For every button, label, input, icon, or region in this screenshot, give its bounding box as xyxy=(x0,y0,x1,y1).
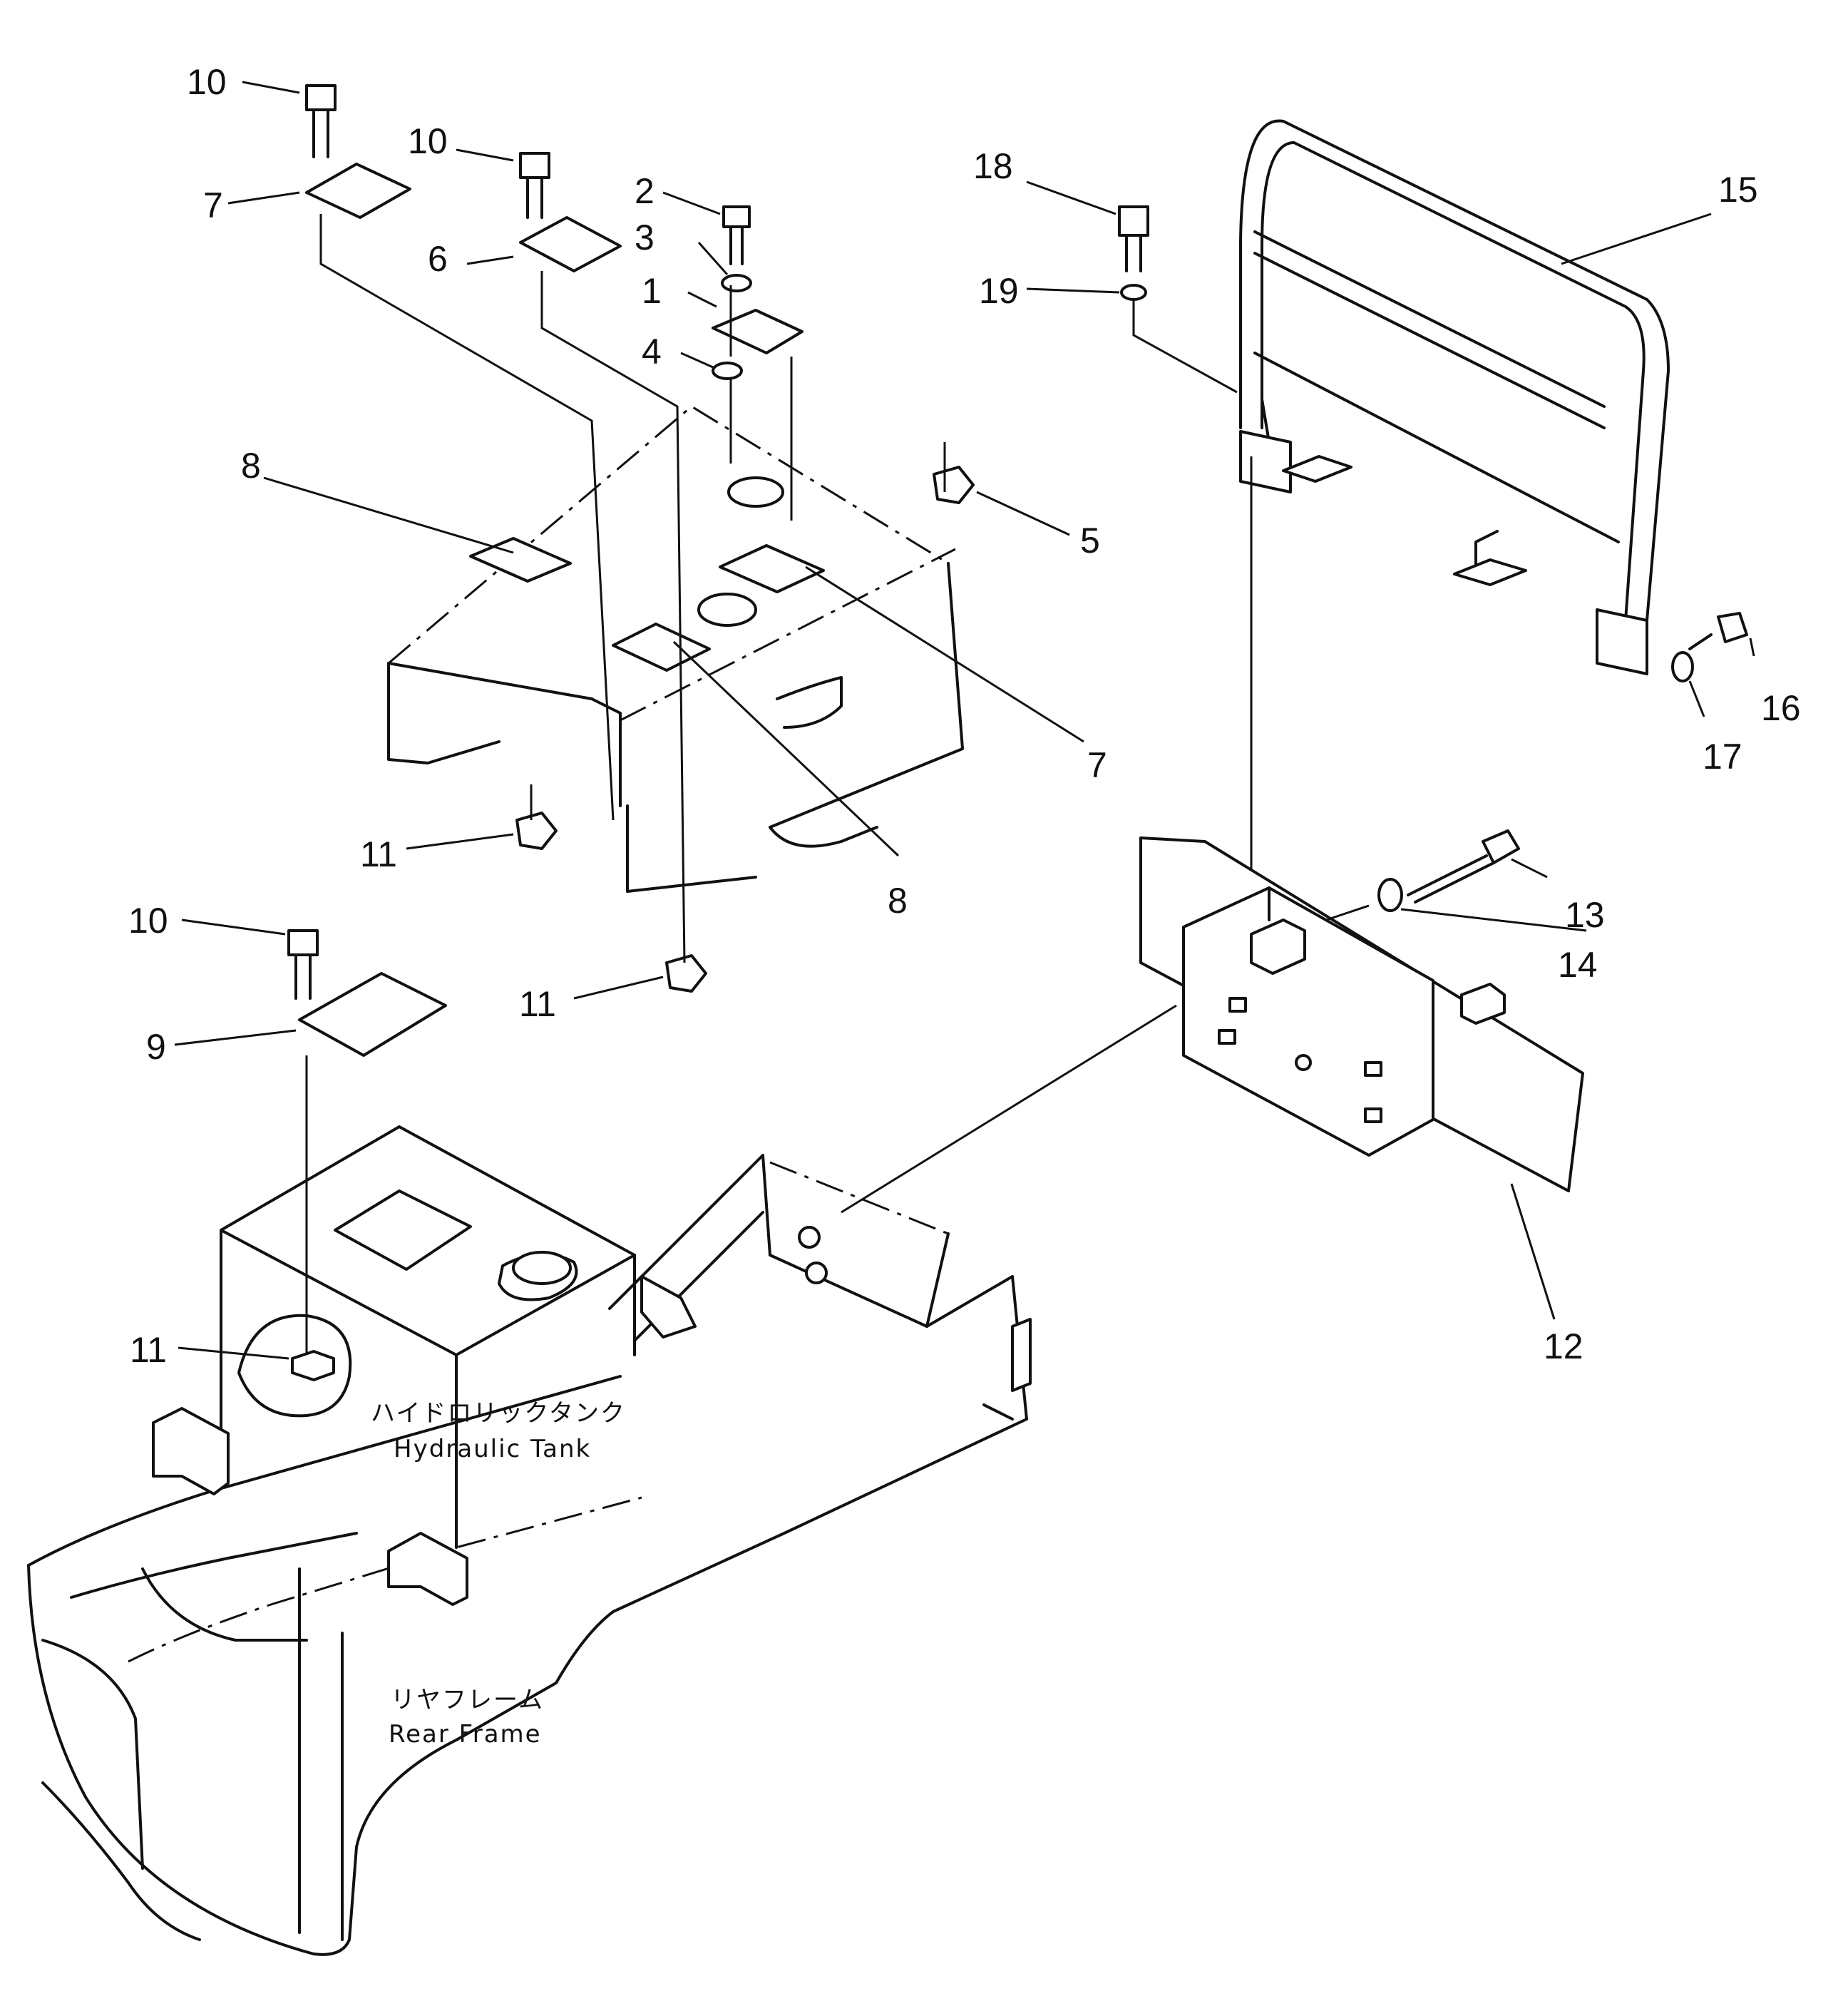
assembly-lines xyxy=(174,81,1755,1360)
callout-17: 17 xyxy=(1703,737,1742,777)
callout-11: 11 xyxy=(519,984,556,1024)
callout-10: 10 xyxy=(128,901,168,941)
bolt-10c xyxy=(287,929,319,1000)
callout-10: 10 xyxy=(187,62,227,102)
callout-9: 9 xyxy=(146,1027,166,1067)
rear-frame-label-en: Rear Frame xyxy=(389,1720,542,1749)
bolt-13 xyxy=(1407,829,1520,904)
callout-6: 6 xyxy=(428,239,448,279)
callout-3: 3 xyxy=(635,218,654,257)
callout-5: 5 xyxy=(1080,521,1100,561)
hydraulic-tank xyxy=(152,1125,636,1606)
hydraulic-tank-label-jp: ハイドロリックタンク xyxy=(371,1399,626,1428)
callout-7: 7 xyxy=(1087,745,1107,785)
rear-frame xyxy=(27,1375,1028,1956)
bolt-18 xyxy=(1118,205,1149,272)
callout-18: 18 xyxy=(973,146,1013,186)
callout-13: 13 xyxy=(1565,895,1605,935)
bolt-16 xyxy=(1688,612,1748,650)
frame-rails xyxy=(608,1154,1032,1421)
callout-11: 11 xyxy=(130,1330,167,1370)
bolt-10a xyxy=(305,84,337,158)
callout-8: 8 xyxy=(888,881,908,921)
hydraulic-tank-label-en: Hydraulic Tank xyxy=(394,1435,591,1463)
callout-19: 19 xyxy=(979,271,1019,311)
rear-frame-label-jp: リヤフレーム xyxy=(391,1686,544,1714)
bolt-2 xyxy=(722,205,751,265)
hardware xyxy=(287,84,1748,1057)
handrail xyxy=(1239,119,1670,675)
bolt-10b xyxy=(519,152,550,219)
callout-16: 16 xyxy=(1761,688,1801,728)
callout-12: 12 xyxy=(1544,1326,1583,1366)
callout-7: 7 xyxy=(203,185,223,225)
callout-4: 4 xyxy=(642,332,662,372)
callout-15: 15 xyxy=(1718,170,1758,210)
callout-14: 14 xyxy=(1558,945,1598,985)
callout-10: 10 xyxy=(408,121,448,161)
callout-11: 11 xyxy=(360,834,397,874)
callout-2: 2 xyxy=(635,171,654,211)
counterweight xyxy=(1139,836,1584,1192)
callout-1: 1 xyxy=(642,271,662,311)
component-labels: ハイドロリックタンク Hydraulic Tank リヤフレーム Rear Fr… xyxy=(371,1399,626,1749)
callout-numbers: 10 10 7 6 2 3 1 4 8 5 7 8 11 11 10 9 11 … xyxy=(128,62,1801,1370)
tank-cover xyxy=(387,405,964,893)
callout-8: 8 xyxy=(241,446,261,486)
